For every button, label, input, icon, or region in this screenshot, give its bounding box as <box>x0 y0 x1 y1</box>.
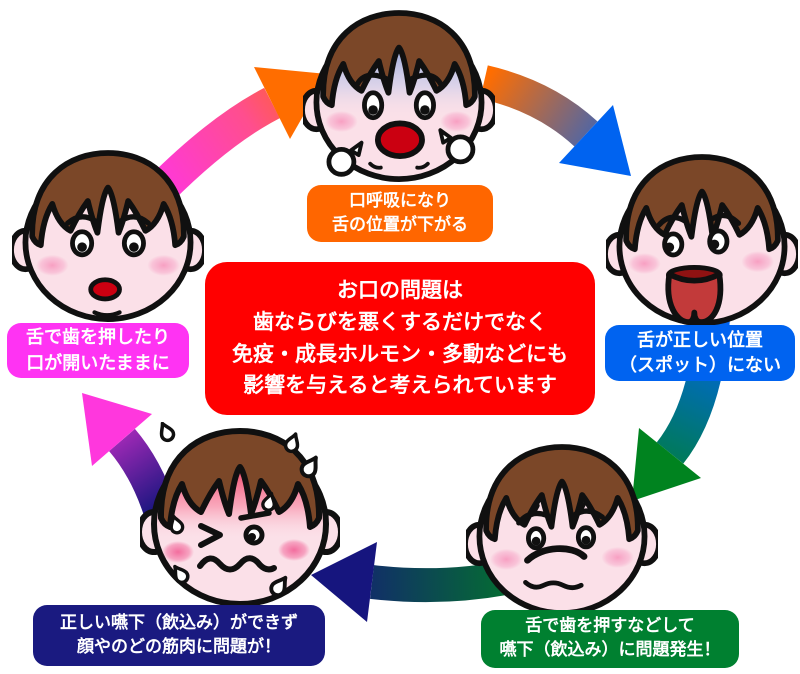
center-message-line: 免疫・成長ホルモン・多動などにも <box>232 341 568 366</box>
eyes <box>362 90 436 121</box>
arrow-top-to-right <box>479 65 631 176</box>
open-mouth <box>375 120 425 159</box>
label-line: 正しい嚥下（飲込み）ができず <box>60 612 298 633</box>
eyes <box>526 525 597 551</box>
small-open-mouth <box>88 277 122 302</box>
cheeks <box>162 539 310 563</box>
label-muscle-problem: 正しい嚥下（飲込み）ができず 顔やのどの筋肉に問題が！ <box>33 605 325 666</box>
worried-eyebrows <box>354 72 444 88</box>
label-line: 口呼吸になり <box>349 190 451 211</box>
label-line: 嚥下（飲込み）に問題発生！ <box>499 640 721 660</box>
arrow-left-to-top <box>147 67 327 203</box>
squeezed-eye <box>198 523 223 548</box>
open-eye <box>243 524 265 546</box>
breath-puffs <box>326 128 476 177</box>
face-tongue-out <box>606 148 798 336</box>
worried-eyebrows <box>516 502 605 526</box>
center-message-box: お口の問題は 歯ならびを悪くするだけでなく 免疫・成長ホルモン・多動などにも 影… <box>205 262 595 415</box>
flat-eyebrow <box>238 510 272 521</box>
center-message-line: お口の問題は <box>337 277 463 302</box>
wrinkled-chin <box>523 580 584 591</box>
center-message-line: 影響を与えると考えられています <box>243 373 557 398</box>
wavy-mouth <box>197 555 277 573</box>
hair <box>623 154 781 253</box>
label-line: 口が開いたままに <box>26 352 170 374</box>
eyes-looking-side <box>662 228 730 258</box>
label-tongue-pushing-teeth: 舌で歯を押したり 口が開いたままに <box>7 323 189 378</box>
label-line: （スポット）にない <box>619 355 781 376</box>
face-frowning <box>466 438 658 626</box>
center-message-line: 歯ならびを悪くするだけでなく <box>253 309 547 334</box>
face-distressed <box>140 422 340 618</box>
cheeks <box>490 546 634 570</box>
label-tongue-wrong-position: 舌が正しい位置 （スポット）にない <box>605 325 795 381</box>
chin-marks <box>368 161 430 170</box>
eyebrows <box>65 214 151 226</box>
frown-mouth <box>524 545 588 564</box>
face-mouth-open <box>12 144 204 332</box>
label-line: 舌で歯を押すなどして <box>525 616 695 637</box>
label-mouth-breathing: 口呼吸になり 舌の位置が下がる <box>307 185 493 242</box>
chin-line <box>92 310 122 318</box>
cheeks <box>325 110 473 133</box>
eyebrows <box>656 212 742 228</box>
sweat-drops <box>159 422 318 598</box>
label-line: 舌の位置が下がる <box>332 214 468 235</box>
label-line: 舌が正しい位置 <box>637 329 763 351</box>
eyes <box>70 229 146 258</box>
label-swallowing-problem: 舌で歯を押すなどして 嚥下（飲込み）に問題発生！ <box>481 610 739 668</box>
cheeks <box>36 254 180 276</box>
tongue-out-mouth <box>665 265 724 326</box>
face-mouth-breathing <box>303 4 495 192</box>
label-line: 舌で歯を押したり <box>26 327 170 349</box>
cheeks <box>628 251 774 275</box>
label-line: 顔やのどの筋肉に問題が！ <box>77 636 281 657</box>
